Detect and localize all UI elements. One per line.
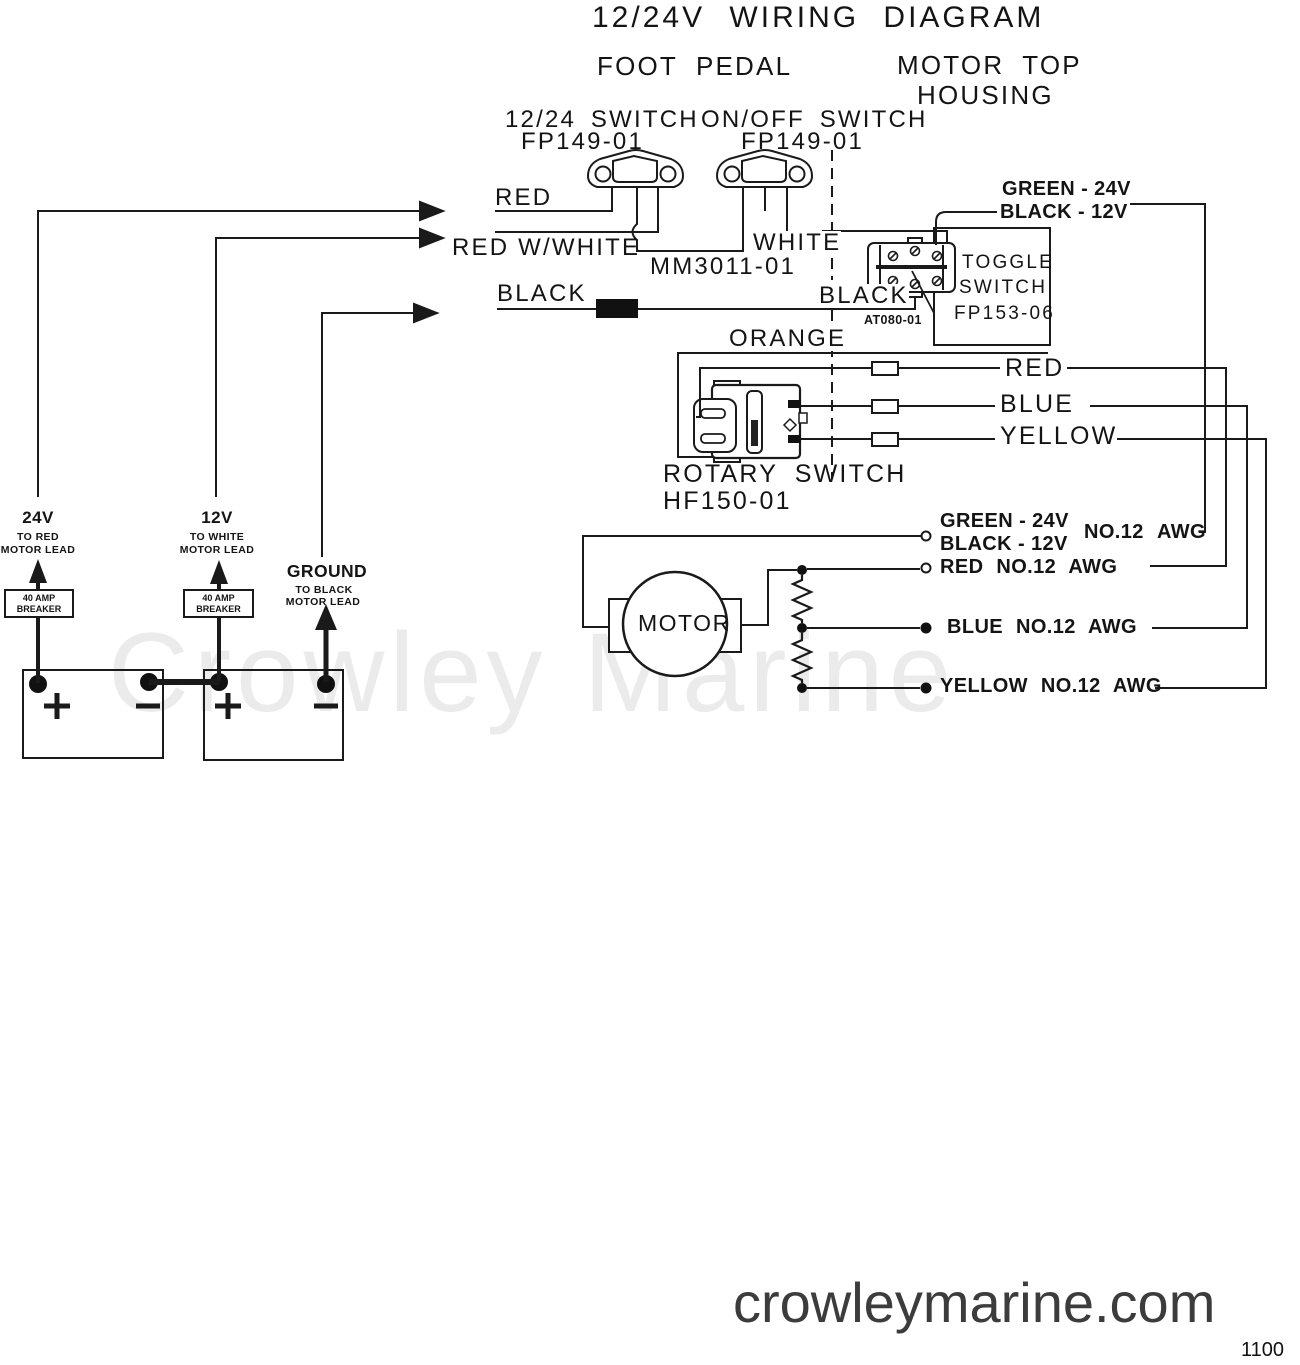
breaker-line2: BREAKER bbox=[196, 604, 241, 615]
wire-red bbox=[495, 188, 613, 212]
ground-sub2: MOTOR LEAD bbox=[285, 596, 361, 608]
battery-12v bbox=[203, 669, 344, 761]
motor-symbol bbox=[621, 570, 729, 678]
wire-mm3011 bbox=[631, 188, 744, 252]
pedal-switch-symbol bbox=[716, 149, 813, 188]
battery-12v-label: 12V bbox=[201, 508, 233, 527]
breaker-line2: BREAKER bbox=[16, 604, 62, 615]
ground-sub1: TO BLACK bbox=[295, 584, 353, 596]
arrow-right-icon bbox=[413, 302, 440, 324]
resistor-chain bbox=[790, 565, 814, 693]
wire-label-red-w-white: RED W/WHITE bbox=[452, 234, 641, 261]
battery-24v bbox=[22, 669, 164, 759]
switch1-part: FP149-01 bbox=[521, 128, 644, 155]
terminal-dot bbox=[920, 622, 932, 634]
motor-lead-red: RED NO.12 AWG bbox=[940, 556, 1118, 578]
inline-connectors bbox=[871, 361, 899, 447]
section-housing: HOUSING bbox=[917, 80, 1054, 110]
wire-label-black-left: BLACK bbox=[497, 280, 587, 307]
terminal-ring bbox=[920, 530, 932, 542]
battery-lead-arrows bbox=[29, 559, 337, 683]
motor-lead-blue: BLUE NO.12 AWG bbox=[947, 616, 1137, 638]
footer-site-text: crowleymarine.com bbox=[733, 1271, 1216, 1334]
wire-yellow-rotary bbox=[800, 438, 1267, 689]
motor-label: MOTOR bbox=[638, 610, 731, 636]
terminal-ring bbox=[920, 562, 932, 574]
wire-motor-greenblack bbox=[582, 535, 921, 628]
watermark: Crowley Marine bbox=[108, 610, 956, 735]
wire-label-red: RED bbox=[495, 184, 553, 211]
breaker-line1: 40 AMP bbox=[202, 593, 235, 603]
rotary-switch-symbol bbox=[693, 380, 808, 463]
wire-orange bbox=[677, 352, 1048, 458]
wire-red-w-white bbox=[495, 188, 659, 233]
page-number: 1100 bbox=[1241, 1339, 1285, 1361]
breaker-line1: 40 AMP bbox=[22, 593, 56, 603]
wire-ground-feed bbox=[321, 302, 440, 557]
wire-label-orange: ORANGE bbox=[729, 325, 847, 352]
connector-label-mm3011: MM3011-01 bbox=[650, 253, 797, 280]
toggle-wire-green: GREEN - 24V bbox=[1002, 178, 1131, 200]
wire-toggle-to-label bbox=[935, 211, 997, 245]
arrow-right-icon bbox=[419, 227, 446, 249]
wire-red-rotary bbox=[696, 367, 1227, 567]
toggle-part: FP153-06 bbox=[954, 303, 1056, 324]
wire-white bbox=[786, 188, 948, 244]
wire-24v-feed bbox=[37, 200, 446, 497]
battery-12v-sub1: TO WHITE bbox=[189, 531, 245, 543]
switch2-name: ON/OFF SWITCH bbox=[701, 106, 928, 133]
section-motor-top: MOTOR TOP bbox=[897, 50, 1082, 80]
section-foot-pedal: FOOT PEDAL bbox=[597, 51, 793, 81]
toggle-name-1: TOGGLE bbox=[962, 252, 1055, 273]
battery-symbols bbox=[44, 693, 338, 719]
motor-lead-green: GREEN - 24V bbox=[940, 510, 1069, 532]
terminal-dot bbox=[920, 682, 932, 694]
wire-motor-right-brush bbox=[741, 569, 797, 626]
pedal-switch-symbol bbox=[586, 149, 685, 188]
wire-label-white: WHITE bbox=[753, 229, 842, 256]
breaker-box-12v: 40 AMP BREAKER bbox=[183, 589, 254, 618]
at080-leader-line bbox=[911, 270, 935, 314]
wire-blue-rotary bbox=[800, 405, 1248, 629]
rotary-wire-blue: BLUE bbox=[1000, 390, 1075, 418]
battery-12v-sub2: MOTOR LEAD bbox=[179, 544, 255, 556]
battery-24v-label: 24V bbox=[22, 508, 54, 527]
page-title: 12/24V WIRING DIAGRAM bbox=[592, 1, 1045, 34]
wire-label-black-right: BLACK bbox=[819, 282, 909, 309]
battery-24v-sub1: TO RED bbox=[17, 531, 59, 543]
motor-lead-gauge: NO.12 AWG bbox=[1084, 521, 1206, 543]
switch2-part: FP149-01 bbox=[741, 128, 864, 155]
black-inline-connector bbox=[596, 299, 638, 318]
toggle-name-2: SWITCH bbox=[959, 277, 1048, 298]
wire-12v-feed bbox=[215, 227, 446, 497]
switch1-name: 12/24 SWITCH bbox=[505, 106, 699, 133]
rotary-wire-yellow: YELLOW bbox=[1000, 422, 1118, 450]
motor-lead-yellow: YELLOW NO.12 AWG bbox=[940, 675, 1162, 697]
arrow-right-icon bbox=[419, 200, 446, 222]
rotary-name: ROTARY SWITCH bbox=[663, 460, 907, 488]
connector-label-at080: AT080-01 bbox=[864, 313, 922, 327]
rotary-wire-red: RED bbox=[1005, 354, 1065, 382]
battery-24v-sub2: MOTOR LEAD bbox=[0, 544, 76, 556]
breaker-box-24v: 40 AMP BREAKER bbox=[4, 589, 74, 618]
motor-lead-black: BLACK - 12V bbox=[940, 533, 1068, 555]
rotary-part: HF150-01 bbox=[663, 487, 792, 515]
toggle-wire-black: BLACK - 12V bbox=[1000, 201, 1128, 223]
ground-label: GROUND bbox=[286, 561, 368, 581]
